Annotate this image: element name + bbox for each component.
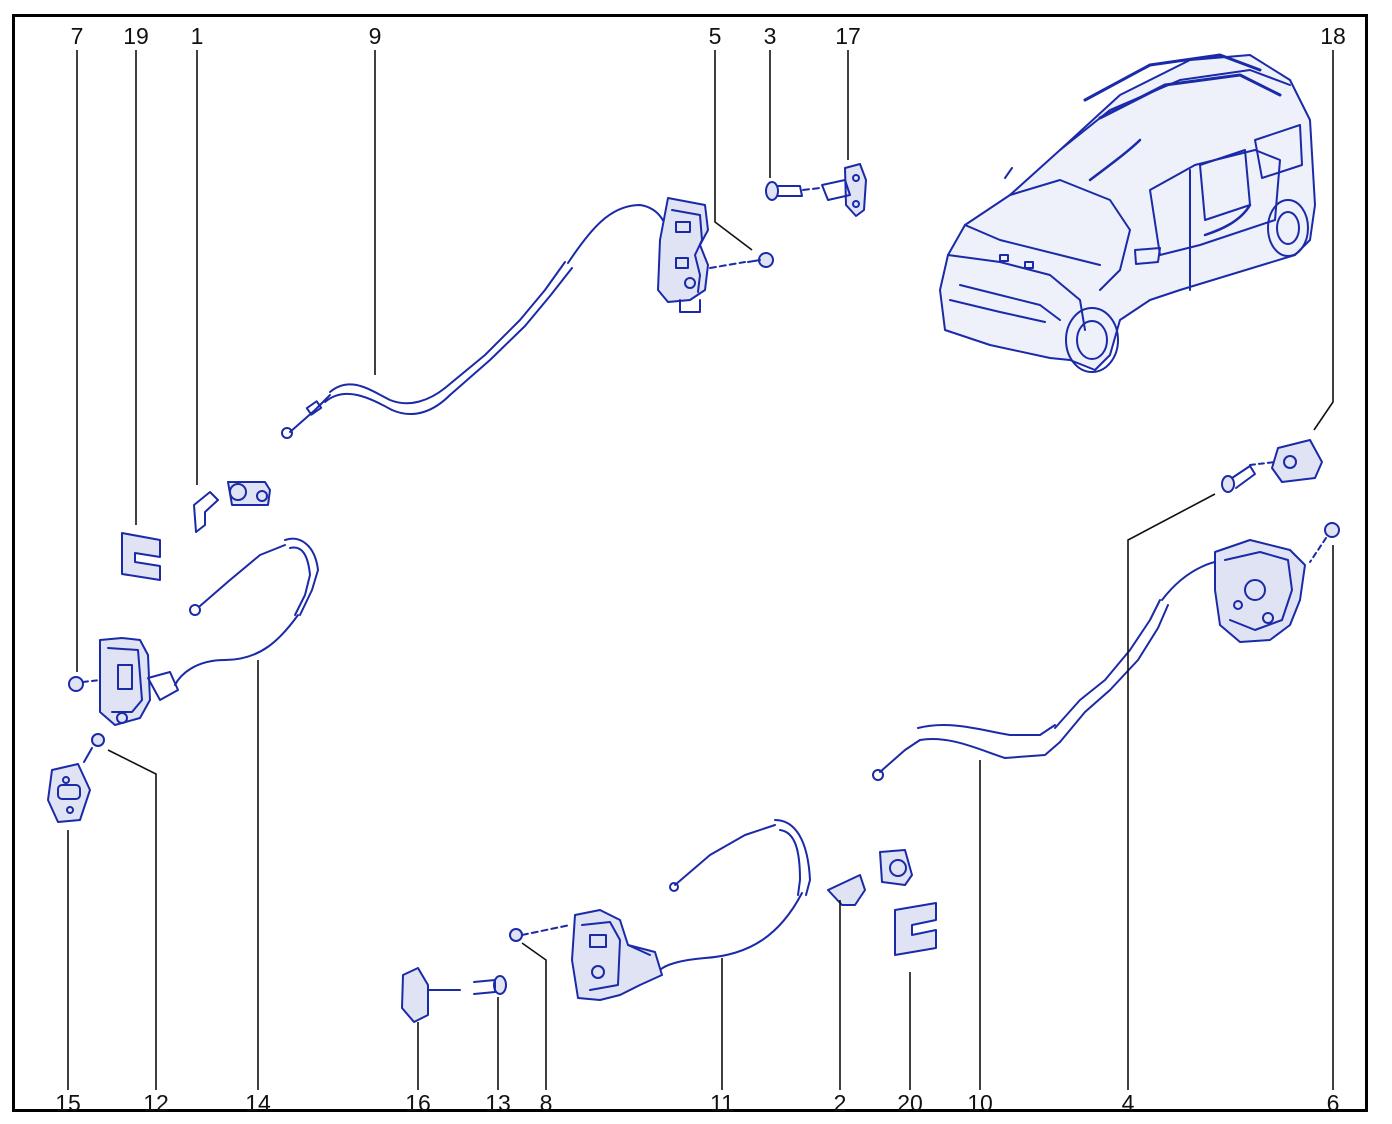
callout-top-1: 1	[190, 23, 204, 49]
lock-cylinder-left	[227, 481, 271, 506]
lock-assembly-left	[99, 637, 179, 726]
callout-top-18: 18	[1320, 23, 1346, 49]
striker-18	[1249, 439, 1323, 483]
callout-bottom-20: 20	[897, 1090, 923, 1116]
callout-top-5: 5	[708, 23, 722, 49]
callout-top-7: 7	[70, 23, 84, 49]
striker-16	[401, 967, 461, 1023]
pad-19	[121, 532, 161, 581]
screw-12	[83, 733, 105, 763]
pad-20	[894, 902, 937, 956]
callout-bottom-6: 6	[1326, 1090, 1340, 1116]
screw-8	[509, 924, 571, 942]
lock-assembly-lower	[571, 909, 663, 1001]
leader-lines	[67, 50, 1334, 1090]
lock-assembly-right	[1214, 539, 1306, 643]
screw-4	[1221, 465, 1256, 493]
striker-15	[47, 763, 91, 823]
callout-bottom-4: 4	[1121, 1090, 1135, 1116]
screw-5	[747, 252, 774, 268]
callout-top-19: 19	[123, 23, 149, 49]
vehicle-illustration	[939, 53, 1316, 373]
callout-bottom-2: 2	[833, 1090, 847, 1116]
callout-bottom-11: 11	[710, 1090, 734, 1116]
callout-bottom-15: 15	[55, 1090, 81, 1116]
cable-14	[174, 537, 319, 686]
callout-bottom-10: 10	[967, 1090, 993, 1116]
screw-13	[473, 975, 507, 995]
screw-7	[68, 676, 101, 692]
callout-top-9: 9	[368, 23, 382, 49]
lock-assembly-upper	[657, 197, 709, 313]
callout-top-17: 17	[835, 23, 861, 49]
screw-6	[1309, 522, 1340, 563]
clip-1	[193, 491, 219, 533]
striker-17	[821, 163, 867, 217]
callout-bottom-8: 8	[539, 1090, 553, 1116]
callout-bottom-14: 14	[245, 1090, 271, 1116]
callout-bottom-13: 13	[485, 1090, 511, 1116]
clip-2	[827, 874, 866, 906]
cable-9	[281, 204, 669, 439]
screw-3	[765, 181, 803, 201]
callout-bottom-12: 12	[143, 1090, 169, 1116]
callout-bottom-16: 16	[405, 1090, 431, 1116]
cable-11	[659, 819, 811, 971]
callout-top-3: 3	[763, 23, 777, 49]
lock-cylinder-lower	[879, 849, 913, 886]
